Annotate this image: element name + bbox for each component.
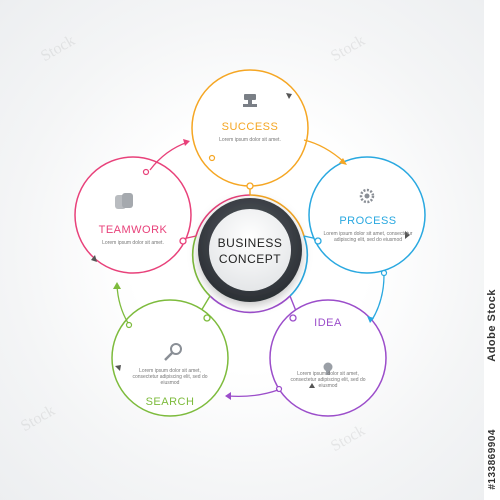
step-title: TEAMWORK [98,224,168,236]
arrow-head-icon [405,231,410,239]
stock-brand: Adobe Stock [486,289,498,362]
step-title: SEARCH [145,396,195,408]
lightbulb-icon [323,362,333,375]
center-title-line2: CONCEPT [218,252,282,266]
step-description: Lorem ipsum dolor sit amet, consectetur … [132,368,208,386]
arrow-head-icon [309,383,315,388]
inner-arc-search [191,235,211,297]
inner-arc-idea [209,295,291,314]
center-disc [198,198,302,302]
arrow-success-to-process [303,139,345,163]
step-process: PROCESS Lorem ipsum dolor sit amet, cons… [320,215,416,243]
arrow-teamwork-to-success [149,141,189,171]
inner-arc-process [289,235,309,297]
people-icon [115,193,133,209]
step-idea: IDEA Lorem ipsum dolor sit amet, consect… [288,317,368,389]
step-description: Lorem ipsum dolor sit amet, consectetur … [290,371,366,389]
gear-icon [359,188,375,204]
arrow-head-icon [286,93,292,99]
arrow-head-icon [225,392,231,400]
step-title: IDEA [314,317,342,329]
arrow-head-icon [367,316,374,323]
arrow-search-to-teamwork [116,284,129,324]
arrow-idea-to-search [227,389,279,398]
step-teamwork: TEAMWORK Lorem ipsum dolor sit amet. [80,224,186,246]
step-description: Lorem ipsum dolor sit amet. [102,240,164,246]
trophy-icon [243,94,257,107]
stock-sidebar: Adobe Stock #133869904 [484,0,500,500]
arrow-head-icon [183,139,190,146]
stock-id: #133869904 [487,429,498,490]
step-title: SUCCESS [221,121,279,133]
arrow-head-icon [115,365,121,371]
inner-arc-success [249,194,305,237]
step-circle-idea [269,299,387,417]
step-success: SUCCESS Lorem ipsum dolor sit amet. [195,121,305,143]
step-title: PROCESS [339,215,397,227]
arrow-head-icon [339,158,347,165]
step-circle-process [308,156,426,274]
step-search: Lorem ipsum dolor sit amet, consectetur … [128,368,212,408]
step-description: Lorem ipsum dolor sit amet. [219,137,281,143]
step-circle-teamwork [74,156,192,274]
arrow-head-icon [113,282,121,289]
center-title-line1: BUSINESS [217,236,283,250]
inner-arc-teamwork [195,194,251,237]
step-circle-search [111,299,229,417]
step-description: Lorem ipsum dolor sit amet, consectetur … [323,231,413,243]
magnifier-icon [164,343,182,361]
arrow-head-icon [91,255,97,262]
arrow-process-to-idea [371,274,385,321]
